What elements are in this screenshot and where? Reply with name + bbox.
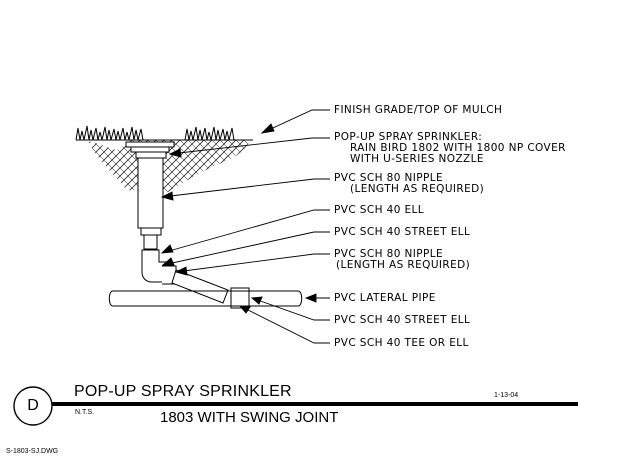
callout-nipple-80-lower: PVC SCH 80 NIPPLE (LENGTH AS REQUIRED) [334, 249, 470, 271]
callout-line: PVC SCH 40 ELL [334, 204, 425, 216]
callout-street-ell-lower: PVC SCH 40 STREET ELL [334, 315, 470, 326]
callout-line: POP-UP SPRAY SPRINKLER: [334, 131, 483, 143]
callout-street-ell-upper: PVC SCH 40 STREET ELL [334, 227, 470, 238]
leader-lines [160, 109, 330, 344]
soil-hatch [88, 140, 250, 192]
detail-title: POP-UP SPRAY SPRINKLER [74, 383, 292, 400]
callout-line: RAIN BIRD 1802 WITH 1800 NP COVER [350, 142, 566, 154]
lateral-pipe [108, 290, 303, 307]
detail-subtitle: 1803 WITH SWING JOINT [160, 409, 339, 426]
grass-line [75, 125, 253, 141]
date-note: 1-13-04 [494, 392, 519, 399]
callout-line: PVC SCH 80 NIPPLE [334, 248, 444, 260]
file-name: S-1803-SJ.DWG [6, 448, 59, 455]
callout-ell-40: PVC SCH 40 ELL [334, 205, 424, 216]
callout-sprinkler: POP-UP SPRAY SPRINKLER: RAIN BIRD 1802 W… [334, 132, 566, 165]
callout-line: FINISH GRADE/TOP OF MULCH [334, 104, 503, 116]
sprinkler-body [125, 141, 175, 250]
swing-joint-fittings [141, 249, 250, 309]
callout-finish-grade: FINISH GRADE/TOP OF MULCH [334, 105, 502, 116]
scale-note: N.T.S. [75, 409, 95, 416]
callout-lateral-pipe: PVC LATERAL PIPE [334, 293, 436, 304]
callout-line: (LENGTH AS REQUIRED) [336, 259, 471, 271]
callout-nipple-80-upper: PVC SCH 80 NIPPLE (LENGTH AS REQUIRED) [334, 173, 484, 195]
callout-line: PVC SCH 40 STREET ELL [334, 314, 471, 326]
callout-line: PVC SCH 40 STREET ELL [334, 226, 471, 238]
callout-line: PVC SCH 80 NIPPLE [334, 172, 444, 184]
callout-tee-or-ell: PVC SCH 40 TEE OR ELL [334, 338, 469, 349]
detail-letter: D [27, 397, 39, 414]
callout-line: (LENGTH AS REQUIRED) [350, 183, 485, 195]
callout-line: PVC SCH 40 TEE OR ELL [334, 337, 469, 349]
callout-line: WITH U-SERIES NOZZLE [350, 153, 484, 165]
callout-line: PVC LATERAL PIPE [334, 292, 436, 304]
title-block [13, 386, 578, 426]
